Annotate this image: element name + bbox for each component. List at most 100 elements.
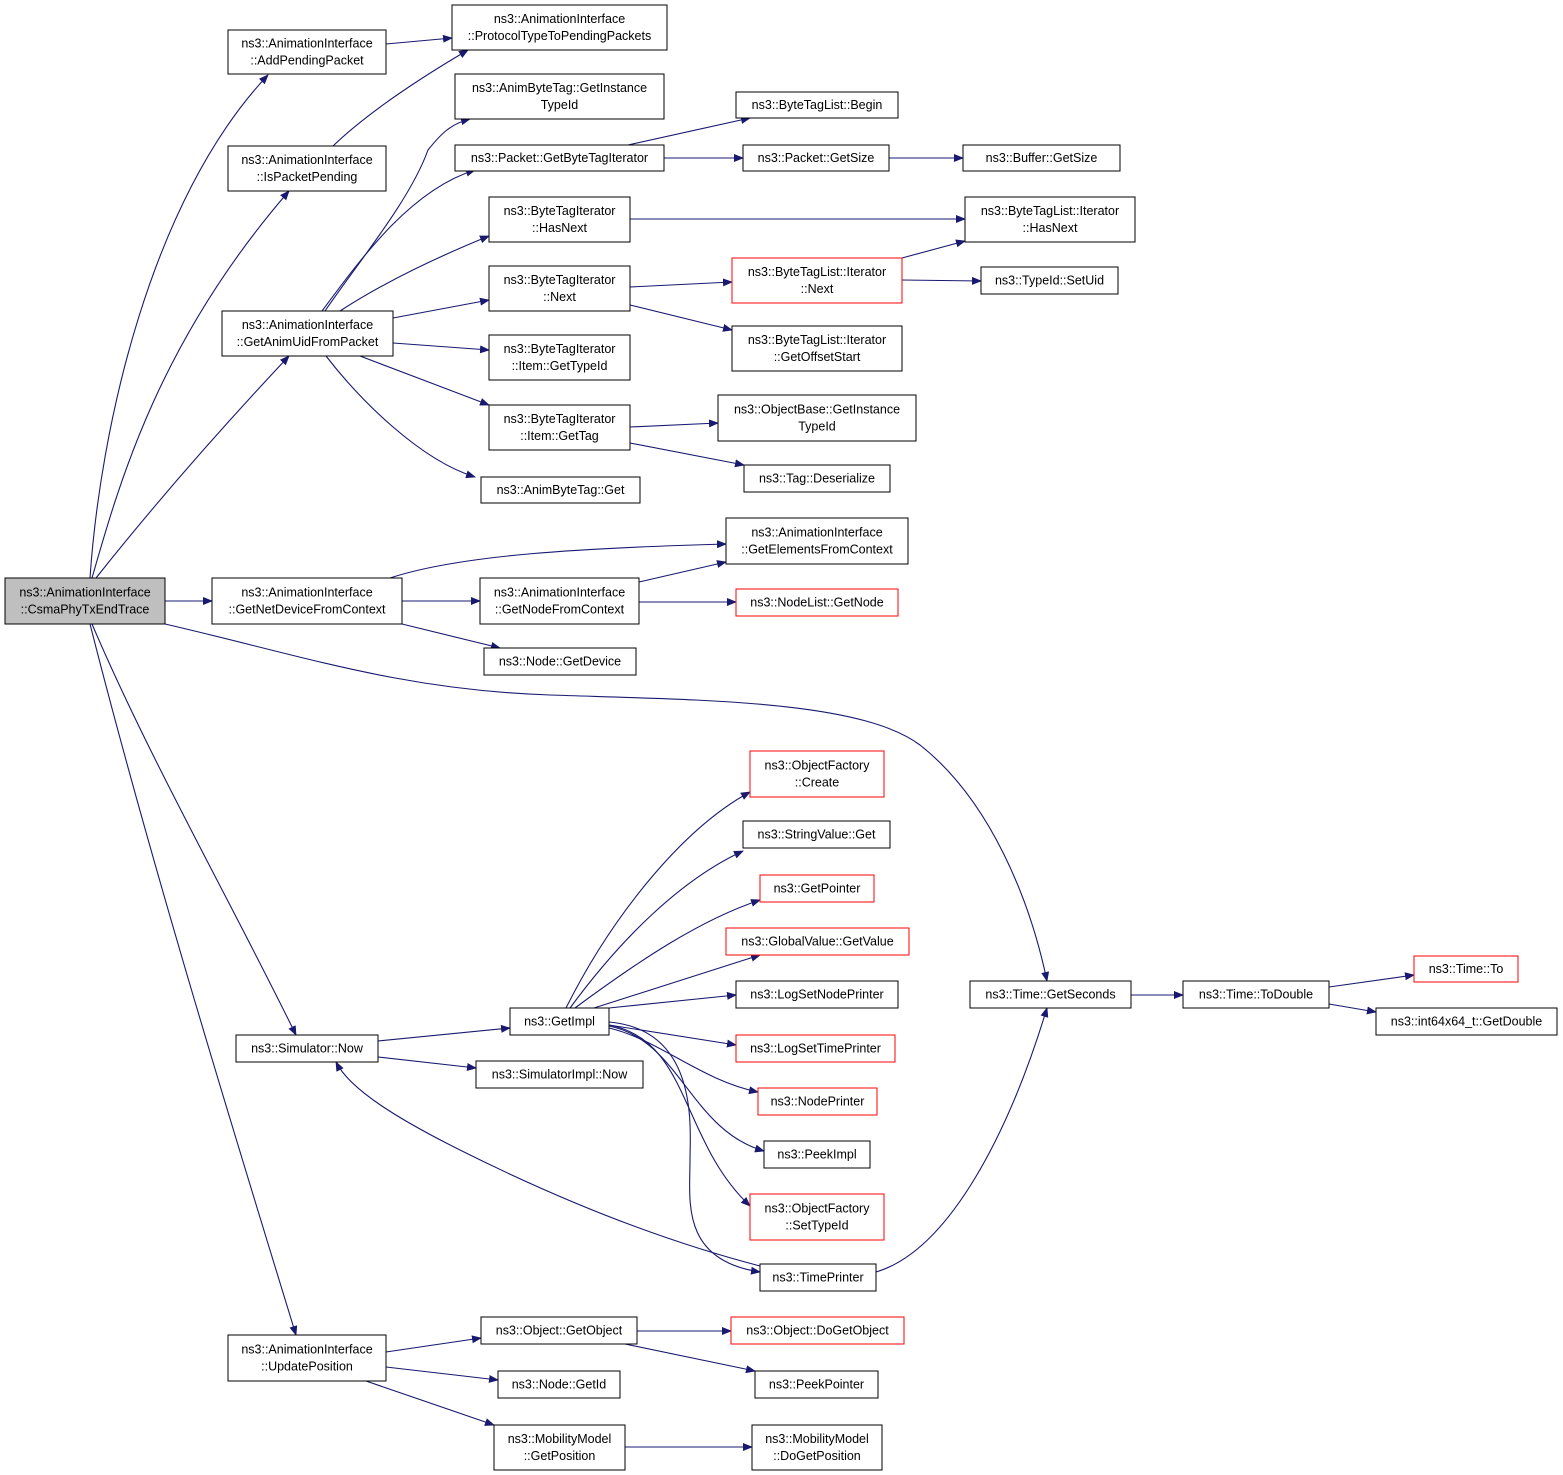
- node-updateposition[interactable]: ns3::AnimationInterface::UpdatePosition: [227, 1334, 387, 1382]
- node-label: ns3::Time::To: [1429, 962, 1504, 976]
- node-objectfactory_create[interactable]: ns3::ObjectFactory::Create: [749, 750, 885, 798]
- node-node_getid[interactable]: ns3::Node::GetId: [497, 1370, 621, 1399]
- node-label: ::IsPacketPending: [257, 170, 358, 184]
- edge-addpending-to-protocoltype: [385, 34, 453, 45]
- node-time_getseconds[interactable]: ns3::Time::GetSeconds: [969, 980, 1132, 1009]
- node-box: [4, 577, 166, 625]
- node-object_getobject[interactable]: ns3::Object::GetObject: [480, 1316, 638, 1345]
- node-mobility_getposition[interactable]: ns3::MobilityModel::GetPosition: [493, 1424, 626, 1471]
- edge-updateposition-to-mobility_getposition: [365, 1380, 495, 1426]
- node-label: ns3::StringValue::Get: [758, 828, 876, 842]
- node-csma[interactable]: ns3::AnimationInterface::CsmaPhyTxEndTra…: [4, 577, 166, 625]
- node-label: ns3::MobilityModel: [765, 1432, 869, 1446]
- node-label: ::Next: [801, 282, 834, 296]
- node-box: [488, 265, 631, 312]
- node-bti_next[interactable]: ns3::ByteTagIterator::Next: [488, 265, 631, 312]
- node-bti_item_gettag[interactable]: ns3::ByteTagIterator::Item::GetTag: [488, 404, 631, 451]
- node-object_dogetobject[interactable]: ns3::Object::DoGetObject: [730, 1316, 905, 1345]
- node-getelements[interactable]: ns3::AnimationInterface::GetElementsFrom…: [725, 517, 909, 565]
- node-label: ns3::PeekImpl: [777, 1148, 856, 1162]
- node-label: ns3::TypeId::SetUid: [995, 274, 1104, 288]
- node-ispending[interactable]: ns3::AnimationInterface::IsPacketPending: [227, 145, 387, 192]
- node-logsettimeprinter[interactable]: ns3::LogSetTimePrinter: [735, 1034, 896, 1063]
- node-label: ::Create: [795, 776, 840, 790]
- edge-updateposition-to-node_getid: [385, 1366, 499, 1383]
- node-time_todouble[interactable]: ns3::Time::ToDouble: [1182, 980, 1330, 1009]
- edge-getnetdevice-to-getelements: [389, 540, 727, 579]
- node-peekimpl[interactable]: ns3::PeekImpl: [763, 1140, 871, 1169]
- node-getnetdevice[interactable]: ns3::AnimationInterface::GetNetDeviceFro…: [211, 577, 403, 625]
- node-typeid_setuid[interactable]: ns3::TypeId::SetUid: [980, 266, 1119, 295]
- node-label: ns3::GetPointer: [774, 882, 861, 896]
- node-bytetaglist_begin[interactable]: ns3::ByteTagList::Begin: [735, 91, 899, 119]
- edge-getnetdevice-to-node_getdevice: [401, 623, 501, 650]
- node-getimpl[interactable]: ns3::GetImpl: [509, 1007, 610, 1036]
- node-protocoltype[interactable]: ns3::AnimationInterface::ProtocolTypeToP…: [451, 4, 668, 51]
- node-label: ::AddPendingPacket: [250, 54, 364, 68]
- node-label: ns3::ObjectBase::GetInstance: [734, 403, 900, 417]
- node-label: ::CsmaPhyTxEndTrace: [21, 603, 150, 617]
- node-objectfactory_settypeid[interactable]: ns3::ObjectFactory::SetTypeId: [749, 1193, 885, 1241]
- node-box: [454, 73, 665, 120]
- node-label: ns3::AnimationInterface: [241, 153, 372, 167]
- node-logsetnodeprinter[interactable]: ns3::LogSetNodePrinter: [735, 980, 899, 1009]
- node-mobility_dogetposition[interactable]: ns3::MobilityModel::DoGetPosition: [751, 1424, 883, 1471]
- node-simulatorimpl_now[interactable]: ns3::SimulatorImpl::Now: [475, 1060, 644, 1089]
- node-globalvalue_getvalue[interactable]: ns3::GlobalValue::GetValue: [725, 927, 910, 956]
- node-btli_getoffset[interactable]: ns3::ByteTagList::Iterator::GetOffsetSta…: [731, 325, 903, 372]
- node-animbytetag_get[interactable]: ns3::AnimByteTag::Get: [480, 476, 641, 504]
- node-label: ns3::PeekPointer: [769, 1378, 864, 1392]
- node-getpointer[interactable]: ns3::GetPointer: [759, 874, 875, 903]
- node-packet_getsize[interactable]: ns3::Packet::GetSize: [742, 144, 890, 172]
- node-buffer_getsize[interactable]: ns3::Buffer::GetSize: [962, 144, 1121, 172]
- node-nodeprinter[interactable]: ns3::NodePrinter: [757, 1087, 878, 1116]
- node-box: [725, 927, 910, 956]
- node-label: ns3::Packet::GetSize: [758, 151, 875, 165]
- node-btli_hasnext[interactable]: ns3::ByteTagList::Iterator::HasNext: [964, 196, 1136, 243]
- edge-getimpl-to-globalvalue_getvalue: [593, 953, 761, 1009]
- node-peekpointer[interactable]: ns3::PeekPointer: [754, 1370, 879, 1399]
- node-label: ::GetPosition: [524, 1449, 596, 1463]
- node-label: ns3::AnimationInterface: [242, 318, 373, 332]
- node-box: [497, 1370, 621, 1399]
- node-node_getdevice[interactable]: ns3::Node::GetDevice: [483, 647, 637, 676]
- node-box: [1182, 980, 1330, 1009]
- node-addpending[interactable]: ns3::AnimationInterface::AddPendingPacke…: [227, 29, 387, 75]
- node-box: [749, 750, 885, 798]
- node-bti_hasnext[interactable]: ns3::ByteTagIterator::HasNext: [488, 196, 631, 243]
- node-label: ns3::AnimationInterface: [241, 586, 372, 600]
- node-bti_item_gettypeid[interactable]: ns3::ByteTagIterator::Item::GetTypeId: [488, 334, 631, 381]
- edge-simulator_now-to-getimpl: [377, 1024, 511, 1042]
- node-label: ns3::LogSetNodePrinter: [750, 988, 883, 1002]
- node-getanimuid[interactable]: ns3::AnimationInterface::GetAnimUidFromP…: [221, 310, 394, 357]
- node-label: ::HasNext: [1023, 221, 1078, 235]
- node-simulator_now[interactable]: ns3::Simulator::Now: [235, 1034, 379, 1063]
- node-box: [742, 144, 890, 172]
- node-label: ::Item::GetTypeId: [512, 359, 608, 373]
- node-getnodefromctx[interactable]: ns3::AnimationInterface::GetNodeFromCont…: [479, 577, 640, 625]
- node-int64_getdouble[interactable]: ns3::int64x64_t::GetDouble: [1375, 1007, 1558, 1036]
- node-stringvalue_get[interactable]: ns3::StringValue::Get: [742, 820, 891, 849]
- node-label: ::ProtocolTypeToPendingPackets: [468, 29, 651, 43]
- node-label: ::Item::GetTag: [520, 429, 599, 443]
- edge-getanimuid-to-animbytetag_gettypeid: [324, 117, 471, 312]
- node-label: TypeId: [798, 420, 836, 434]
- node-box: [1375, 1007, 1558, 1036]
- edge-csma-to-getanimuid: [95, 355, 290, 579]
- edge-csma-to-addpending: [89, 74, 269, 579]
- edge-getimpl-to-timeprinter: [608, 1021, 761, 1275]
- node-box: [735, 1034, 896, 1063]
- node-label: ns3::AnimByteTag::Get: [497, 483, 625, 497]
- node-box: [964, 196, 1136, 243]
- node-label: ns3::Node::GetDevice: [499, 655, 621, 669]
- node-getbytetagiter[interactable]: ns3::Packet::GetByteTagIterator: [454, 144, 665, 172]
- node-nodelist_getnode[interactable]: ns3::NodeList::GetNode: [735, 588, 899, 617]
- node-tag_deserialize[interactable]: ns3::Tag::Deserialize: [743, 464, 891, 493]
- node-label: ns3::AnimationInterface: [241, 37, 372, 51]
- node-timeprinter[interactable]: ns3::TimePrinter: [759, 1263, 877, 1292]
- node-box: [480, 476, 641, 504]
- node-btli_next[interactable]: ns3::ByteTagList::Iterator::Next: [731, 257, 903, 304]
- node-time_to[interactable]: ns3::Time::To: [1413, 955, 1519, 983]
